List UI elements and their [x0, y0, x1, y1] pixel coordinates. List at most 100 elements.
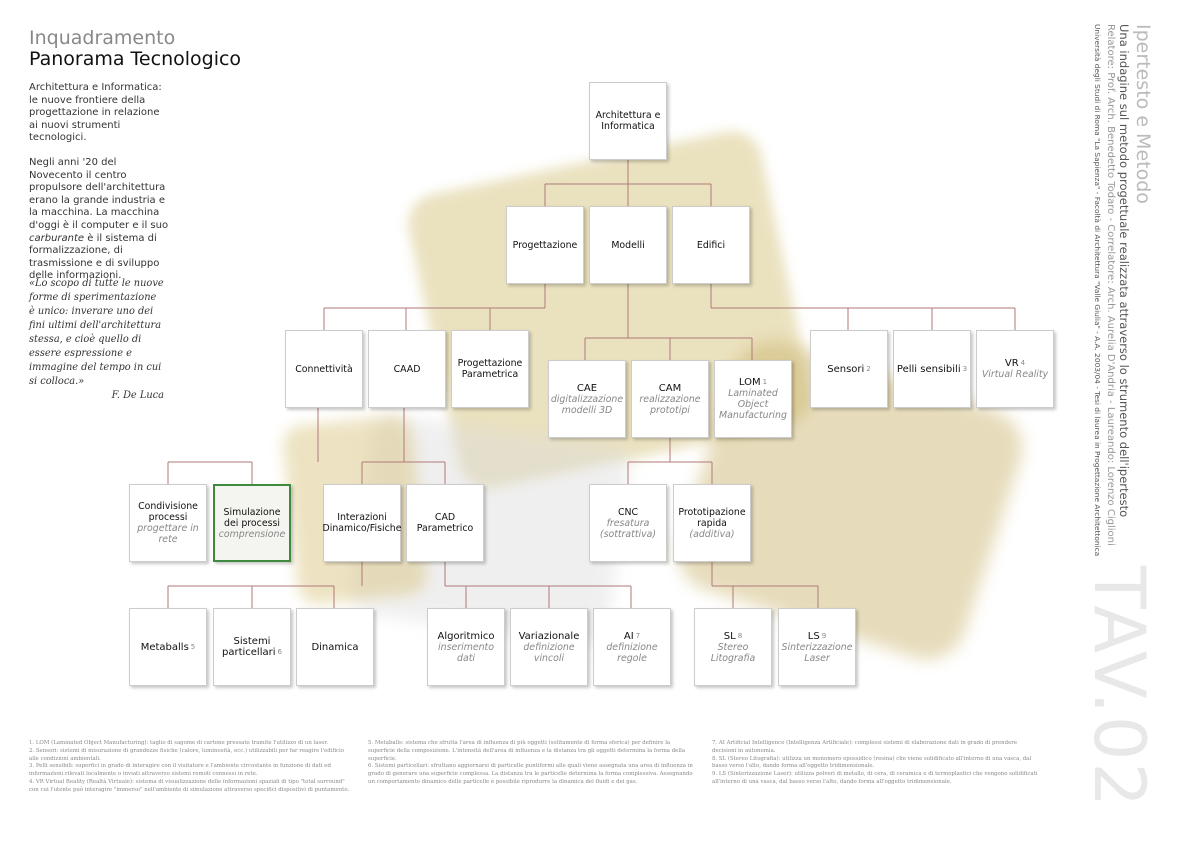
footnote-ref: 8: [737, 631, 743, 640]
node-title: Dinamica: [311, 641, 359, 653]
node-variazionale[interactable]: Variazionale definizione vincoli: [510, 608, 588, 686]
node-simulazione-processi[interactable]: Simulazione dei processi comprensione: [213, 484, 291, 562]
node-title: VR: [1004, 358, 1019, 369]
node-title: Architettura e Informatica: [595, 110, 661, 132]
node-caad[interactable]: CAAD: [368, 330, 446, 408]
footnote: 5. Metaballs: sistema che sfrutta l'area…: [368, 740, 686, 762]
node-modelli[interactable]: Modelli: [589, 206, 667, 284]
node-title: LS: [807, 630, 820, 642]
node-subtitle: definizione regole: [606, 641, 658, 664]
footnote-ref: 2: [866, 364, 871, 373]
node-subtitle: progettare in rete: [137, 523, 199, 545]
node-subtitle: (additiva): [689, 528, 735, 540]
node-title: Sensori: [827, 363, 865, 375]
node-title: Interazioni Dinamico/Fisiche: [322, 512, 402, 534]
footnotes-column: 5. Metaballs: sistema che sfrutta l'area…: [368, 740, 694, 787]
node-dinamica[interactable]: Dinamica: [296, 608, 374, 686]
node-progettazione[interactable]: Progettazione: [506, 206, 584, 284]
node-title: Variazionale: [518, 630, 580, 642]
node-subtitle: Laminated Object Manufacturing: [719, 388, 787, 421]
quote-block: «Lo scopo di tutte le nuove forme di spe…: [29, 277, 164, 403]
node-condivisione-processi[interactable]: Condivisione processi progettare in rete: [129, 484, 207, 562]
node-title: CAAD: [393, 363, 421, 375]
intro-text-part: Negli anni '20 del Novecento il centro p…: [29, 156, 169, 231]
node-title: LOM: [738, 377, 761, 388]
node-subtitle: Virtual Reality: [981, 369, 1049, 380]
footnote-ref: 4: [1020, 359, 1026, 367]
node-subtitle: comprensione: [218, 528, 286, 540]
footnote-ref: 7: [635, 631, 641, 640]
node-title: Edifici: [696, 239, 726, 251]
node-cnc[interactable]: CNC fresatura (sottrattiva): [589, 484, 667, 562]
node-subtitle: realizzazione prototipi: [639, 393, 701, 416]
node-progettazione-parametrica[interactable]: Progettazione Parametrica: [451, 330, 529, 408]
footnote-ref: 6: [277, 648, 282, 656]
node-cad-parametrico[interactable]: CAD Parametrico: [406, 484, 484, 562]
node-connettivita[interactable]: Connettività: [285, 330, 363, 408]
footnote: 1. LOM (Laminated Object Manufacturing):…: [29, 740, 329, 746]
thesis-credits: Relatore: Prof. Arch. Benedetto Todaro -…: [1105, 24, 1116, 546]
node-title: SL: [723, 630, 736, 642]
node-edifici[interactable]: Edifici: [672, 206, 750, 284]
footnotes-column: 1. LOM (Laminated Object Manufacturing):…: [29, 740, 355, 795]
node-architettura-informatica[interactable]: Architettura e Informatica: [589, 82, 667, 160]
footnote-ref: 5: [190, 642, 196, 651]
node-subtitle: Sinterizzazione Laser: [781, 641, 853, 664]
node-prototipazione-rapida[interactable]: Prototipazione rapida (additiva): [673, 484, 751, 562]
node-cae[interactable]: CAE digitalizzazione modelli 3D: [548, 360, 626, 438]
node-title: AI: [623, 630, 634, 642]
page-title: Panorama Tecnologico: [29, 48, 242, 70]
node-title: CAE: [576, 382, 598, 394]
node-subtitle: definizione vincoli: [523, 641, 575, 664]
footnote: 2. Sensori: sistemi di misurazione di gr…: [29, 747, 345, 762]
node-title: Connettività: [295, 363, 353, 375]
intro-text: Architettura e Informatica: le nuove fro…: [29, 82, 169, 295]
node-subtitle: Stereo Litografia: [710, 641, 756, 664]
footnote: 4. VR Virtual Reality (Realtà Virtuale):…: [29, 778, 350, 793]
footnotes-column: 7. AI Artificial Intelligence (Intellige…: [712, 740, 1042, 787]
node-subtitle: inserimento dati: [438, 641, 494, 664]
thesis-university: Università degli Studi di Roma "La Sapie…: [1093, 24, 1102, 557]
table-number: TAV.02: [1078, 566, 1160, 809]
footnote-ref: 3: [962, 364, 968, 373]
node-subtitle: fresatura (sottrattiva): [599, 517, 657, 540]
node-subtitle: digitalizzazione modelli 3D: [550, 393, 624, 416]
node-title: Metaballs: [140, 641, 189, 653]
node-algoritmico[interactable]: Algoritmico inserimento dati: [427, 608, 505, 686]
node-title: CAD Parametrico: [416, 512, 474, 534]
node-title: Modelli: [611, 239, 645, 251]
footnote: 7. AI Artificial Intelligence (Intellige…: [712, 740, 1018, 754]
thesis-subtitle: Una indagine sul metodo progettuale real…: [1117, 24, 1131, 518]
intro-paragraph: Negli anni '20 del Novecento il centro p…: [29, 157, 169, 283]
node-title: Condivisione processi: [138, 501, 198, 523]
node-interazioni[interactable]: Interazioni Dinamico/Fisiche: [323, 484, 401, 562]
footnote: 8. SL (Stereo Litografia): utilizza un m…: [712, 755, 1032, 770]
quote-text: «Lo scopo di tutte le nuove forme di spe…: [29, 278, 164, 387]
node-title: Prototipazione rapida: [678, 506, 746, 529]
intro-paragraph: Architettura e Informatica: le nuove fro…: [29, 82, 162, 144]
section-subtitle: Inquadramento: [29, 27, 176, 49]
node-title: Progettazione Parametrica: [457, 358, 523, 380]
node-cam[interactable]: CAM realizzazione prototipi: [631, 360, 709, 438]
quote-author: F. De Luca: [111, 390, 164, 401]
node-title: Simulazione dei processi: [223, 506, 281, 529]
